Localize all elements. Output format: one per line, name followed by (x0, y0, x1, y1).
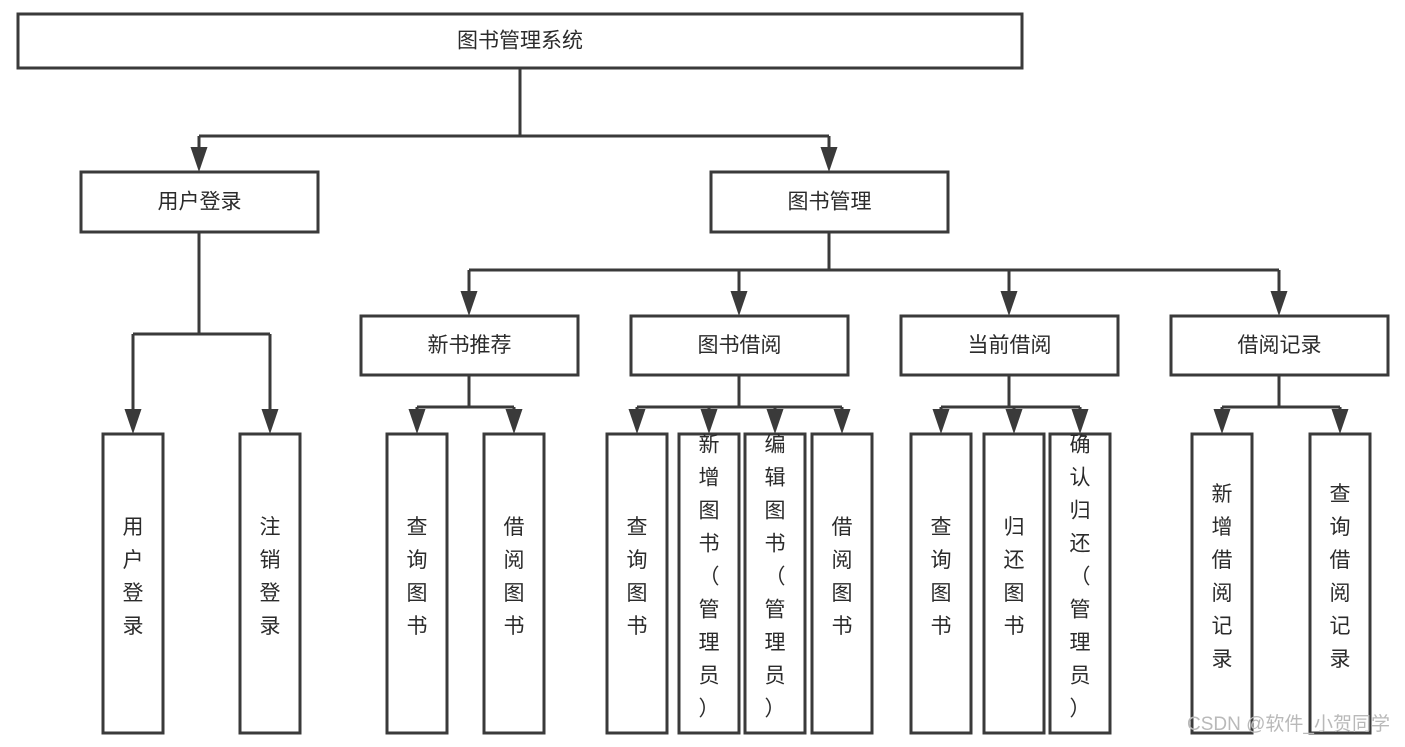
node-box-leaf-add-record[interactable] (1190, 432, 1254, 735)
arrow-head-icon (190, 147, 208, 172)
node-label-new-book-rec: 新书推荐 (428, 334, 512, 357)
arrow-head-icon (261, 409, 279, 434)
arrow-head-icon (766, 409, 784, 434)
node-label-book-manage: 图书管理 (788, 191, 872, 214)
node-label-leaf-add-record: 新增借阅记录 (1212, 483, 1233, 671)
node-label-leaf-query-book-1: 查询图书 (407, 516, 428, 638)
node-box-leaf-borrow-book-2[interactable] (810, 432, 874, 735)
node-new-book-rec[interactable]: 新书推荐 (359, 314, 580, 377)
node-leaf-edit-book[interactable]: 编辑图书（管理员） (743, 432, 807, 735)
node-box-user-login[interactable] (79, 170, 320, 234)
node-box-leaf-confirm-return[interactable] (1048, 432, 1112, 735)
node-box-current-borrow[interactable] (899, 314, 1120, 377)
connector-group-bookborrow-to-leaves (628, 375, 851, 434)
arrow-head-icon (700, 409, 718, 434)
node-box-leaf-user-login[interactable] (101, 432, 165, 735)
node-book-borrow[interactable]: 图书借阅 (629, 314, 850, 377)
node-box-leaf-return-book[interactable] (982, 432, 1046, 735)
node-leaf-query-book-2[interactable]: 查询图书 (605, 432, 669, 735)
node-label-borrow-record: 借阅记录 (1238, 334, 1322, 357)
nodes-layer: 图书管理系统用户登录图书管理新书推荐图书借阅当前借阅借阅记录用户登录注销登录查询… (16, 12, 1390, 735)
csdn-watermark: CSDN @软件_小贺同学 (1187, 713, 1390, 735)
node-leaf-query-record[interactable]: 查询借阅记录 (1308, 432, 1372, 735)
arrow-head-icon (1270, 291, 1288, 316)
connectors-layer (124, 68, 1349, 434)
connector-group-userlogin-to-leaves (124, 232, 279, 434)
arrow-head-icon (932, 409, 950, 434)
node-leaf-confirm-return[interactable]: 确认归还（管理员） (1048, 432, 1112, 735)
connector-group-bookmanage-to-level3 (460, 232, 1288, 316)
node-label-leaf-query-record: 查询借阅记录 (1330, 483, 1351, 671)
arrow-head-icon (833, 409, 851, 434)
node-box-leaf-logout[interactable] (238, 432, 302, 735)
arrow-head-icon (1213, 409, 1231, 434)
node-user-login[interactable]: 用户登录 (79, 170, 320, 234)
node-label-leaf-user-login: 用户登录 (123, 516, 144, 638)
node-leaf-borrow-book-1[interactable]: 借阅图书 (482, 432, 546, 735)
node-label-leaf-edit-book: 编辑图书（管理员） (765, 434, 786, 721)
node-leaf-user-login[interactable]: 用户登录 (101, 432, 165, 735)
node-label-leaf-query-book-3: 查询图书 (931, 516, 952, 638)
arrow-head-icon (1000, 291, 1018, 316)
node-label-leaf-query-book-2: 查询图书 (627, 516, 648, 638)
node-box-leaf-query-book-1[interactable] (385, 432, 449, 735)
node-leaf-query-book-3[interactable]: 查询图书 (909, 432, 973, 735)
node-current-borrow[interactable]: 当前借阅 (899, 314, 1120, 377)
node-label-leaf-confirm-return: 确认归还（管理员） (1070, 434, 1091, 721)
arrow-head-icon (1005, 409, 1023, 434)
connector-group-root-to-level2 (190, 68, 838, 172)
node-box-leaf-borrow-book-1[interactable] (482, 432, 546, 735)
connector-group-borrowrecord-to-leaves (1213, 375, 1349, 434)
node-box-leaf-query-book-3[interactable] (909, 432, 973, 735)
node-label-leaf-borrow-book-1: 借阅图书 (504, 516, 525, 638)
node-box-leaf-query-book-2[interactable] (605, 432, 669, 735)
connector-group-currentborrow-to-leaves (932, 375, 1089, 434)
node-label-root: 图书管理系统 (457, 30, 583, 53)
node-label-leaf-add-book: 新增图书（管理员） (699, 434, 720, 721)
arrow-head-icon (1331, 409, 1349, 434)
node-root[interactable]: 图书管理系统 (16, 12, 1024, 70)
node-leaf-return-book[interactable]: 归还图书 (982, 432, 1046, 735)
node-label-current-borrow: 当前借阅 (968, 334, 1052, 357)
arrow-head-icon (124, 409, 142, 434)
arrow-head-icon (505, 409, 523, 434)
node-leaf-add-record[interactable]: 新增借阅记录 (1190, 432, 1254, 735)
arrow-head-icon (1071, 409, 1089, 434)
node-box-book-borrow[interactable] (629, 314, 850, 377)
arrow-head-icon (628, 409, 646, 434)
node-leaf-logout[interactable]: 注销登录 (238, 432, 302, 735)
node-label-leaf-return-book: 归还图书 (1004, 516, 1025, 638)
node-box-root[interactable] (16, 12, 1024, 70)
node-box-new-book-rec[interactable] (359, 314, 580, 377)
arrow-head-icon (408, 409, 426, 434)
node-box-book-manage[interactable] (709, 170, 950, 234)
node-label-user-login: 用户登录 (158, 191, 242, 214)
node-box-borrow-record[interactable] (1169, 314, 1390, 377)
node-leaf-query-book-1[interactable]: 查询图书 (385, 432, 449, 735)
node-leaf-borrow-book-2[interactable]: 借阅图书 (810, 432, 874, 735)
node-box-leaf-add-book[interactable] (677, 432, 741, 735)
node-book-manage[interactable]: 图书管理 (709, 170, 950, 234)
connector-group-newbook-to-leaves (408, 375, 523, 434)
node-borrow-record[interactable]: 借阅记录 (1169, 314, 1390, 377)
node-box-leaf-query-record[interactable] (1308, 432, 1372, 735)
node-leaf-add-book[interactable]: 新增图书（管理员） (677, 432, 741, 735)
node-label-leaf-borrow-book-2: 借阅图书 (832, 516, 853, 638)
arrow-head-icon (460, 291, 478, 316)
node-box-leaf-edit-book[interactable] (743, 432, 807, 735)
node-label-leaf-logout: 注销登录 (260, 516, 281, 638)
arrow-head-icon (820, 147, 838, 172)
node-label-book-borrow: 图书借阅 (698, 334, 782, 357)
arrow-head-icon (730, 291, 748, 316)
